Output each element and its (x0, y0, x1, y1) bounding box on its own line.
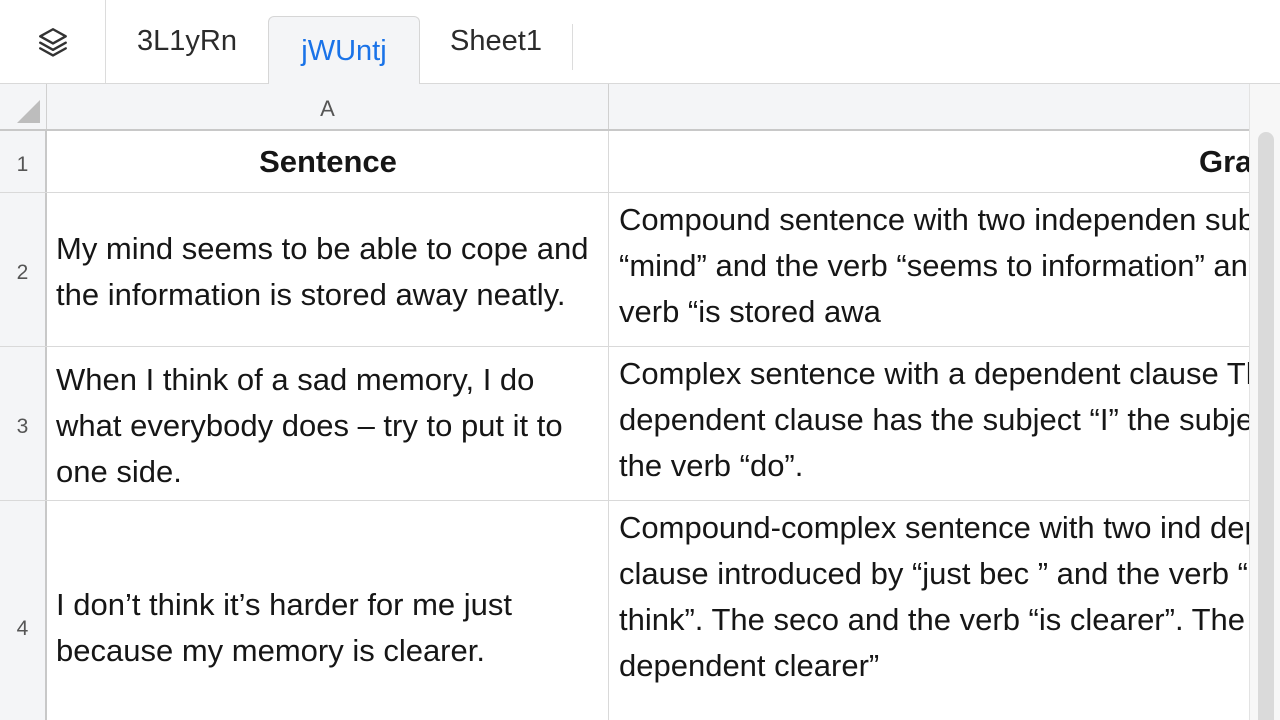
cell-text: Sentence (259, 143, 397, 179)
row-number[interactable]: 2 (0, 193, 47, 346)
cell[interactable]: Complex sentence with a dependent clause… (609, 347, 1249, 500)
tab-divider (572, 24, 573, 70)
column-header-a[interactable]: A (47, 84, 609, 129)
sheet-tab-3L1yRn[interactable]: 3L1yRn (137, 25, 237, 57)
sheet-list-button[interactable] (0, 0, 106, 83)
cell-grid: 1 Sentence Gra 2 My mind seems to be abl… (0, 131, 1249, 720)
cell[interactable]: Compound sentence with two independen su… (609, 193, 1249, 346)
cell-text: Compound sentence with two independen su… (619, 202, 1249, 329)
sheet-tab-bar: 3L1yRn jWUntj Sheet1 (0, 0, 1280, 84)
sheet-tab-Sheet1[interactable]: Sheet1 (450, 25, 542, 57)
cell[interactable]: Gra (609, 131, 1249, 192)
vertical-scrollbar[interactable] (1249, 84, 1280, 720)
scrollbar-thumb[interactable] (1258, 132, 1274, 720)
cell-text: I don’t think it’s harder for me just be… (56, 586, 513, 668)
table-row: 3 When I think of a sad memory, I do wha… (0, 347, 1249, 501)
cell[interactable]: Compound-complex sentence with two ind d… (609, 501, 1249, 720)
cell-text: My mind seems to be able to cope and the… (56, 230, 589, 312)
column-header-bar: A (0, 84, 1249, 131)
layers-icon (38, 27, 67, 57)
cell[interactable]: When I think of a sad memory, I do what … (47, 347, 609, 500)
cell-text: Gra (1199, 143, 1249, 179)
cell-text: Complex sentence with a dependent clause… (619, 356, 1249, 483)
cell-text: When I think of a sad memory, I do what … (56, 361, 563, 489)
select-all-corner[interactable] (0, 84, 47, 129)
row-number[interactable]: 3 (0, 347, 47, 500)
table-row: 4 I don’t think it’s harder for me just … (0, 501, 1249, 720)
row-number[interactable]: 4 (0, 501, 47, 720)
cell[interactable]: I don’t think it’s harder for me just be… (47, 501, 609, 720)
cell[interactable]: My mind seems to be able to cope and the… (47, 193, 609, 346)
cell-text: Compound-complex sentence with two ind d… (619, 510, 1249, 683)
row-number[interactable]: 1 (0, 131, 47, 192)
table-row: 2 My mind seems to be able to cope and t… (0, 193, 1249, 347)
column-header-b[interactable] (609, 84, 1249, 129)
sheet-tab-jWUntj[interactable]: jWUntj (268, 16, 420, 84)
cell[interactable]: Sentence (47, 131, 609, 192)
select-all-triangle-icon (17, 100, 40, 123)
table-row: 1 Sentence Gra (0, 131, 1249, 193)
